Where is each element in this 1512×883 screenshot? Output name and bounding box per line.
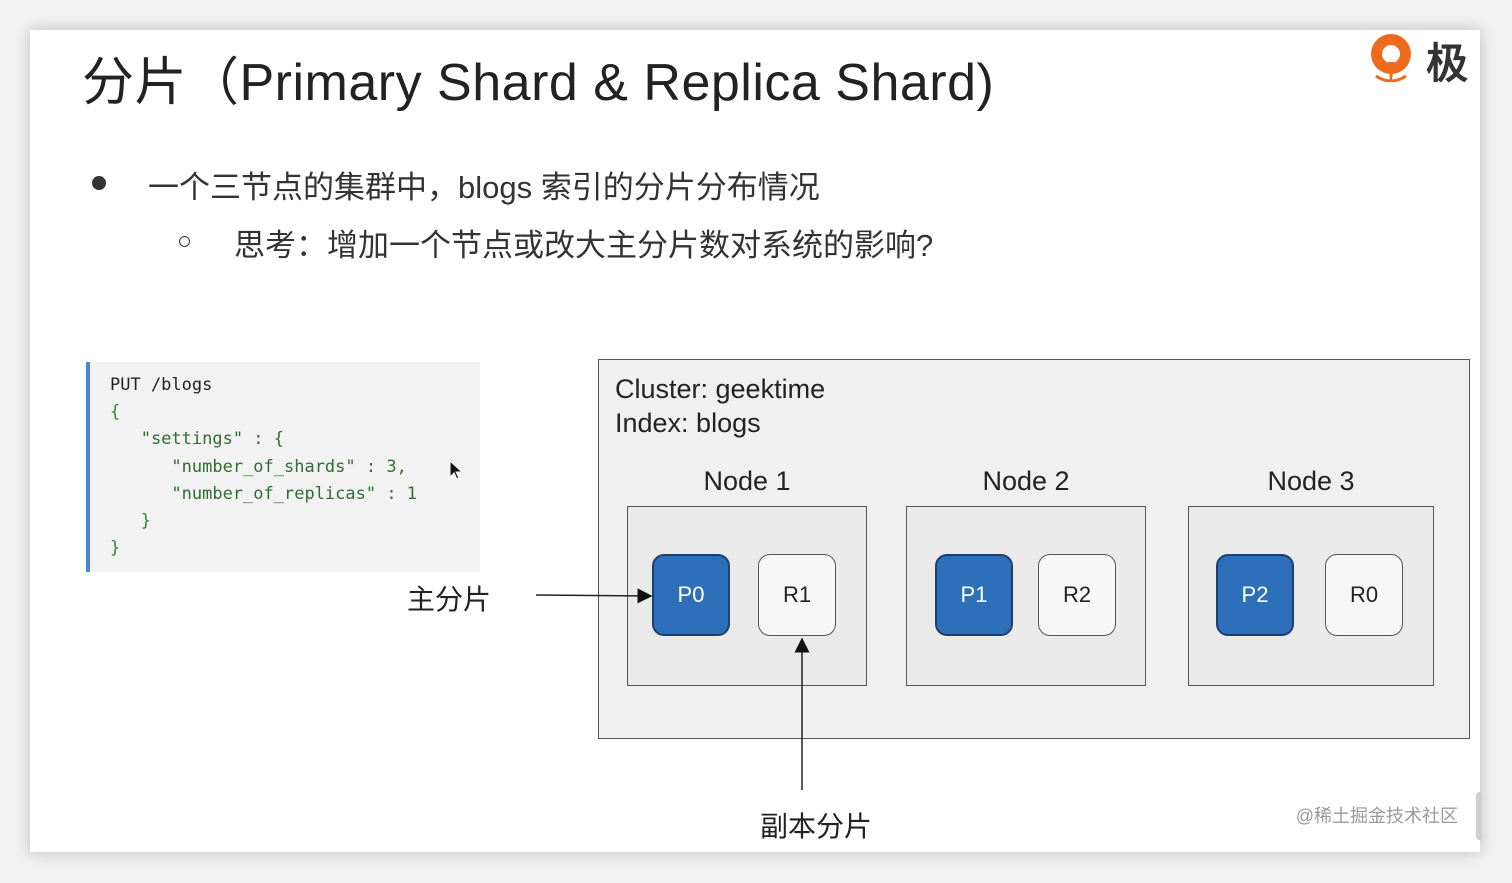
watermark: @稀土掘金技术社区 — [1295, 806, 1458, 826]
primary-shard-label: 主分片 — [407, 584, 492, 615]
code-line: { — [110, 402, 121, 423]
bullet-item-1: 一个三节点的集群中，blogs 索引的分片分布情况 — [148, 170, 820, 205]
logo-text: 极 — [1426, 40, 1469, 87]
primary-shard: P1 — [935, 554, 1013, 636]
code-block: PUT /blogs { "settings" : { "number_of_s… — [86, 362, 480, 572]
replica-shard: R1 — [758, 554, 836, 636]
code-line: } — [110, 510, 151, 531]
scrollbar[interactable] — [1476, 792, 1482, 840]
node-title: Node 3 — [1267, 466, 1355, 496]
cluster-box: Cluster: geektime Index: blogs Node 1 P0… — [598, 359, 1470, 739]
node-box: P2 R0 — [1188, 506, 1434, 686]
node-title: Node 1 — [703, 466, 791, 496]
node-title: Node 2 — [982, 466, 1070, 496]
code-line: "number_of_replicas" : 1 — [110, 483, 418, 504]
node-box: P1 R2 — [906, 506, 1146, 686]
slide-title: 分片（Primary Shard & Replica Shard) — [82, 54, 995, 112]
bullet-dot-icon — [92, 176, 106, 190]
replica-shard: R2 — [1038, 554, 1116, 636]
mouse-cursor-icon — [449, 459, 464, 480]
primary-shard: P2 — [1216, 554, 1294, 636]
code-line: } — [110, 538, 121, 559]
node-box: P0 R1 — [627, 506, 867, 686]
cluster-label: Cluster: geektime — [615, 374, 826, 404]
bullet-ring-icon — [179, 236, 190, 247]
geektime-logo-icon — [1371, 34, 1411, 82]
code-line: PUT /blogs — [110, 375, 213, 395]
replica-shard: R0 — [1325, 554, 1403, 636]
bullet-item-2: 思考：增加一个节点或改大主分片数对系统的影响? — [234, 228, 934, 263]
code-line: "settings" : { — [110, 429, 284, 450]
index-label: Index: blogs — [615, 408, 761, 438]
replica-shard-label: 副本分片 — [760, 811, 873, 842]
primary-shard: P0 — [652, 554, 730, 636]
slide: 分片（Primary Shard & Replica Shard) 极 一个三节… — [30, 30, 1480, 852]
code-line: "number_of_shards" : 3, — [110, 456, 407, 477]
